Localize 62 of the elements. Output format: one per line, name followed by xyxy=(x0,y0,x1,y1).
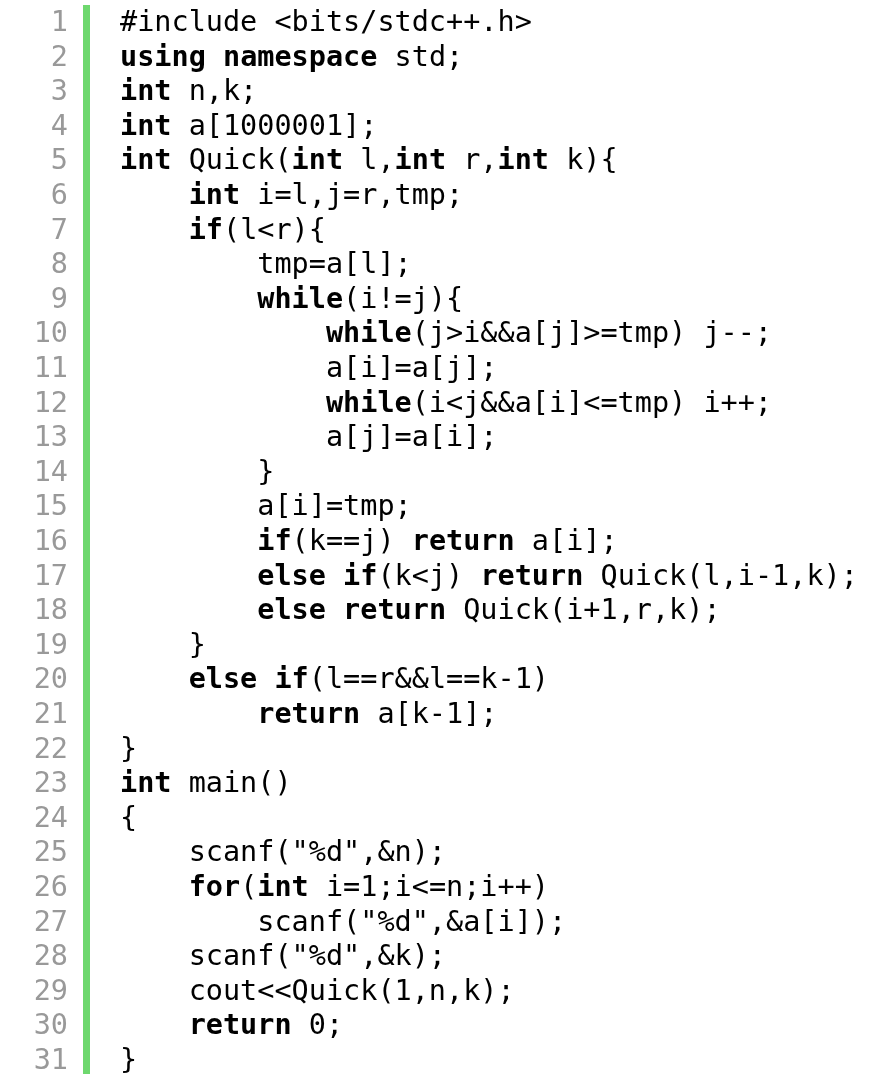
code-line: a[i]=tmp; xyxy=(256,489,412,524)
code-line: while(j>i&&a[j]>=tmp) j--; xyxy=(324,316,773,351)
line-number: 15 xyxy=(32,489,68,524)
code-line: { xyxy=(120,800,138,836)
line-number: 29 xyxy=(32,973,68,1009)
line-number: 12 xyxy=(32,385,68,421)
line-number: 8 xyxy=(49,247,68,282)
code-line: scanf("%d",&k); xyxy=(187,939,446,974)
line-number: 16 xyxy=(32,524,68,559)
code-line: else return Quick(i+1,r,k); xyxy=(256,593,721,628)
code-line: else if(k<j) return Quick(l,i-1,k); xyxy=(256,558,858,594)
line-number: 25 xyxy=(32,835,68,870)
code-line: a[j]=a[i]; xyxy=(324,420,498,455)
code-line: int n,k; xyxy=(120,74,258,109)
line-number: 31 xyxy=(32,1043,68,1074)
code-line: } xyxy=(120,731,138,767)
code-line: using namespace std; xyxy=(120,39,464,75)
line-number: 19 xyxy=(32,627,68,663)
line-number: 26 xyxy=(32,870,68,905)
line-number: 1 xyxy=(49,5,68,40)
line-number: 21 xyxy=(32,697,68,732)
code-line: } xyxy=(187,627,206,663)
code-line: } xyxy=(120,1043,138,1074)
line-number: 14 xyxy=(32,454,68,490)
line-number: 9 xyxy=(49,281,68,317)
code-line: return 0; xyxy=(187,1008,344,1043)
code-line: while(i!=j){ xyxy=(256,281,464,317)
line-number: 6 xyxy=(49,178,68,213)
code-line: tmp=a[l]; xyxy=(256,247,412,282)
code-line: int main() xyxy=(120,766,292,801)
line-number: 27 xyxy=(32,904,68,940)
line-number: 10 xyxy=(32,316,68,351)
line-number: 20 xyxy=(32,662,68,697)
line-number: 23 xyxy=(32,766,68,801)
line-number: 17 xyxy=(32,558,68,594)
line-number: 30 xyxy=(32,1008,68,1043)
code-line: if(k==j) return a[i]; xyxy=(256,524,618,559)
code-line: int a[1000001]; xyxy=(120,108,378,144)
code-line: scanf("%d",&a[i]); xyxy=(256,904,567,940)
code-line: a[i]=a[j]; xyxy=(324,351,498,386)
line-number: 18 xyxy=(32,593,68,628)
code-line: cout<<Quick(1,n,k); xyxy=(187,973,515,1009)
code-line: #include <bits/stdc++.h> xyxy=(120,5,532,40)
code-line: if(l<r){ xyxy=(187,212,326,248)
line-number: 22 xyxy=(32,731,68,767)
code-line: scanf("%d",&n); xyxy=(187,835,446,870)
code-line: return a[k-1]; xyxy=(256,697,498,732)
line-number: 5 xyxy=(49,143,68,178)
line-number: 3 xyxy=(49,74,68,109)
line-number: 11 xyxy=(32,351,68,386)
line-number: 28 xyxy=(32,939,68,974)
code-line: int i=l,j=r,tmp; xyxy=(187,178,464,213)
line-number: 7 xyxy=(49,212,68,248)
line-number: 4 xyxy=(49,108,68,144)
code-line: int Quick(int l,int r,int k){ xyxy=(120,143,618,178)
code-line: } xyxy=(256,454,275,490)
line-number: 13 xyxy=(32,420,68,455)
line-number: 2 xyxy=(49,39,68,75)
code-line: for(int i=1;i<=n;i++) xyxy=(187,870,549,905)
code-line: while(i<j&&a[i]<=tmp) i++; xyxy=(324,385,773,421)
code-line: else if(l==r&&l==k-1) xyxy=(187,662,549,697)
line-number: 24 xyxy=(32,800,68,836)
